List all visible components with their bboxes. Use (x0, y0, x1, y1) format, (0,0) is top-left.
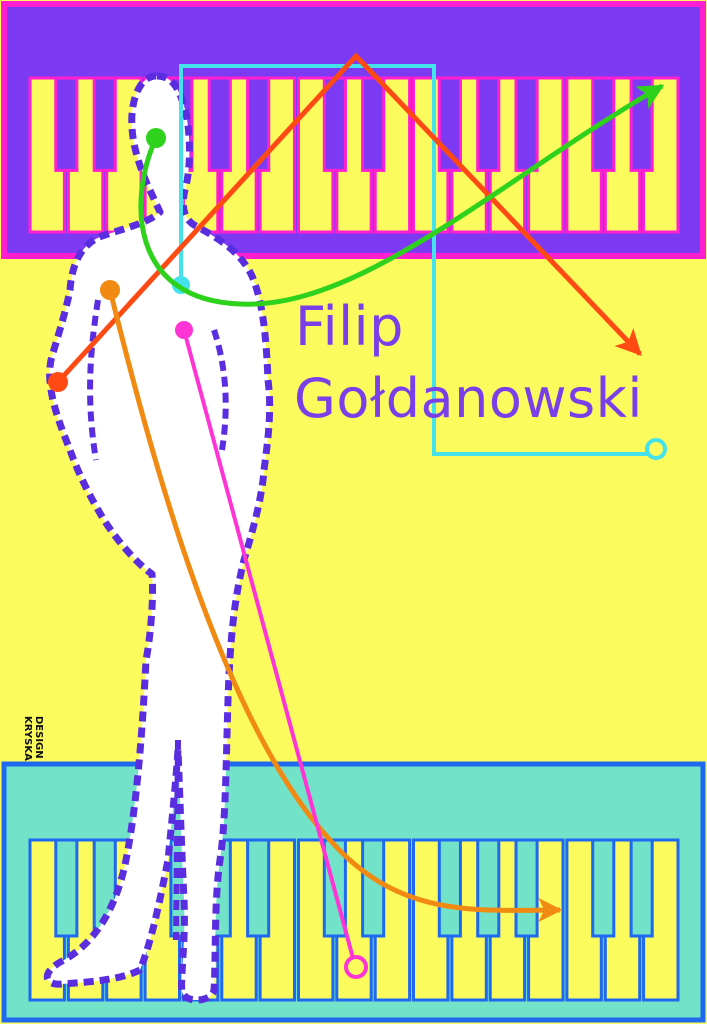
green-start-dot (146, 128, 166, 148)
top-black-key (322, 76, 347, 172)
orange-start-dot (100, 280, 120, 300)
design-credit-line-2: KRYSKA (22, 716, 33, 761)
magenta-end-ring (344, 955, 368, 979)
top-black-key (246, 76, 271, 172)
top-black-key (514, 76, 539, 172)
design-credit-line-1: DESIGN (33, 716, 44, 759)
bottom-black-key (54, 838, 79, 938)
artist-last-name: Gołdanowski (294, 367, 643, 430)
top-black-key (476, 76, 501, 172)
cyan-end-ring (645, 438, 667, 460)
figure-leg-gap (173, 739, 181, 941)
magenta-line (182, 329, 356, 963)
red-start-dot (48, 372, 68, 392)
red-arrow-icon (56, 52, 642, 384)
bottom-black-key (476, 838, 501, 938)
top-piano-keyboard-icon (28, 76, 680, 234)
bottom-black-key (514, 838, 539, 938)
bottom-black-key (437, 838, 462, 938)
top-black-key (361, 76, 386, 172)
top-black-key (207, 76, 232, 172)
bottom-black-key (361, 838, 386, 938)
figure-arm-gap-left (87, 299, 101, 461)
artist-first-name: Filip (295, 295, 404, 358)
top-black-key (92, 76, 117, 172)
magenta-start-dot (175, 321, 193, 339)
bottom-black-key (629, 838, 654, 938)
bottom-black-key (591, 838, 616, 938)
figure-arm-gap-right (211, 329, 229, 451)
cyan-line (179, 64, 652, 456)
top-black-key (54, 76, 79, 172)
orange-arrow-icon (107, 289, 563, 923)
green-arrow-icon (138, 83, 665, 307)
bottom-black-key (246, 838, 271, 938)
design-credit: DESIGN KRYSKA (22, 716, 44, 772)
human-figure-icon (43, 72, 274, 1004)
